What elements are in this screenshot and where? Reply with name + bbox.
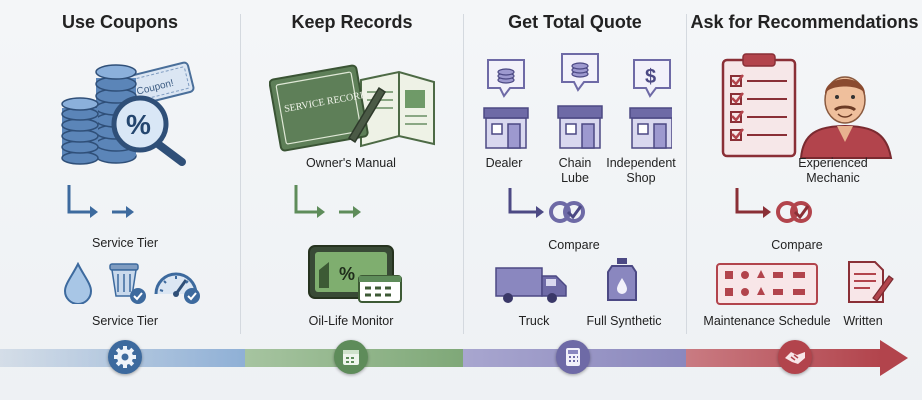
written-label: Written [843,314,883,328]
calculator-icon [566,348,580,366]
coins-coupon-magnifier-icon: Coupon! % [61,61,195,166]
section-use-coupons: Use Coupons Coupon! % [0,0,240,340]
truck-icon [495,267,567,303]
section-keep-records: Keep Records SERVICE RECORD Owner's Manu… [241,0,463,340]
column-divider [463,14,464,334]
truck-label: Truck [518,314,550,328]
flow-arrows [294,185,361,218]
service-record-book-icon: SERVICE RECORD [269,64,435,152]
svg-text:%: % [339,264,355,284]
timeline-marker-gear [108,340,142,374]
experienced-mechanic-label: Experienced Mechanic [798,156,868,185]
oil-drop-icon [63,262,93,304]
flow-arrows [67,185,134,218]
gear-icon [114,346,136,368]
shop-label-chain-lube: Chain Lube [558,156,592,185]
section-title: Use Coupons [61,12,178,32]
oil-life-monitor-icon: % [308,245,402,303]
service-tier-label-bottom: Service Tier [92,314,158,328]
shops-quotes-icon: $ [483,53,672,149]
calendar-icon [343,350,359,365]
oil-filter-check-icon [109,263,146,304]
compare-label: Compare [771,238,823,252]
section-title: Ask for Recommendations [690,12,919,32]
oil-life-monitor-label: Oil-Life Monitor [308,314,394,328]
shop-label-independent: Independent Shop [606,156,676,185]
shop-label-dealer: Dealer [485,156,523,170]
full-synthetic-label: Full Synthetic [586,314,662,328]
section-title: Get Total Quote [508,12,642,32]
handshake-icon [785,352,805,364]
timeline-marker-calendar [334,340,368,374]
section-ask-for-recommendations: Ask for Recommendations Experienced Mech… [687,0,922,340]
section-get-total-quote: Get Total Quote $ Dealer Chain Lube Inde… [464,0,686,340]
service-tier-label-top: Service Tier [92,236,158,250]
column-divider [686,14,687,334]
compare-arrow-icon [735,188,812,223]
compare-arrow-icon [508,188,585,223]
compare-label: Compare [548,238,600,252]
gauge-check-icon [154,272,200,304]
svg-text:$: $ [645,66,656,88]
timeline-marker-handshake [778,340,812,374]
maintenance-schedule-icon [716,263,818,305]
timeline-arrowhead [880,340,908,376]
section-title: Keep Records [291,12,413,32]
owners-manual-label: Owner's Manual [306,156,396,170]
timeline-marker-calculator [556,340,590,374]
written-document-pen-icon [848,261,894,303]
checklist-mechanic-icon [721,53,893,159]
svg-text:%: % [126,109,151,140]
oil-bottle-icon [607,258,637,301]
maintenance-schedule-label: Maintenance Schedule [703,314,831,328]
column-divider [240,14,241,334]
